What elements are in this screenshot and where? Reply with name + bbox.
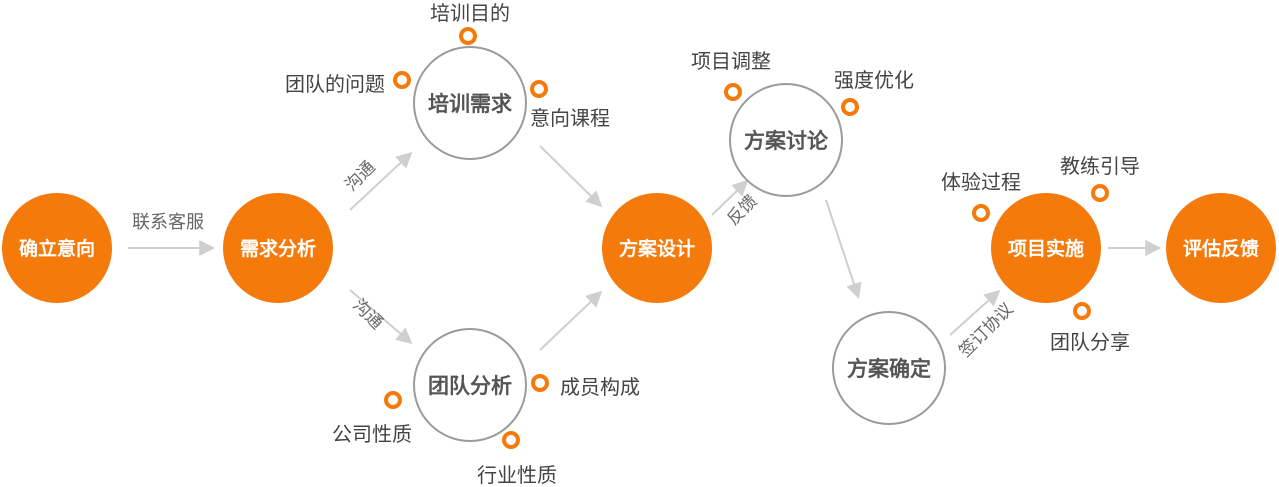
label-intensity-opt: 强度优化 bbox=[834, 68, 914, 92]
label-team-share: 团队分享 bbox=[1050, 330, 1130, 354]
ring-experience-process bbox=[972, 204, 990, 222]
ring-intensity-opt bbox=[841, 98, 859, 116]
ring-team-issue bbox=[393, 71, 411, 89]
ring-intended-course bbox=[530, 80, 548, 98]
arrow-confirm-to-impl bbox=[949, 289, 1001, 336]
label-experience-process: 体验过程 bbox=[941, 170, 1021, 194]
label-team-issue: 团队的问题 bbox=[285, 72, 385, 96]
node-project-impl-circle bbox=[991, 193, 1101, 303]
arrow-design-to-discussion bbox=[711, 179, 749, 216]
node-training-needs-circle bbox=[413, 46, 527, 160]
node-project-impl: 项目实施 bbox=[1008, 237, 1084, 260]
node-plan-confirm: 方案确定 bbox=[847, 357, 931, 381]
node-evaluate-feedback-circle bbox=[1166, 193, 1276, 303]
node-team-analysis-circle bbox=[413, 328, 527, 442]
ring-member-comp bbox=[531, 374, 549, 392]
arrow-needs-to-training bbox=[349, 151, 413, 211]
node-plan-discussion: 方案讨论 bbox=[744, 129, 829, 153]
connector-sign-agreement: 签订协议 bbox=[955, 299, 1017, 361]
connector-contact-service: 联系客服 bbox=[132, 212, 204, 233]
arrow-needs-to-team bbox=[349, 289, 413, 345]
node-needs-analysis-circle bbox=[223, 193, 333, 303]
label-training-goal: 培训目的 bbox=[430, 1, 510, 25]
connector-communicate-down: 沟通 bbox=[348, 295, 386, 333]
arrow-team-to-design bbox=[539, 290, 603, 351]
label-company-nature: 公司性质 bbox=[332, 422, 412, 446]
label-member-comp: 成员构成 bbox=[560, 375, 640, 399]
ring-coach-guide bbox=[1091, 184, 1109, 202]
node-evaluate-feedback: 评估反馈 bbox=[1183, 237, 1259, 260]
node-confirm-intent-circle bbox=[2, 193, 112, 303]
label-intended-course: 意向课程 bbox=[530, 106, 610, 130]
label-project-adjust: 项目调整 bbox=[691, 49, 771, 73]
node-plan-design: 方案设计 bbox=[619, 237, 695, 260]
node-team-analysis: 团队分析 bbox=[428, 374, 512, 398]
label-coach-guide: 教练引导 bbox=[1060, 154, 1140, 178]
node-needs-analysis: 需求分析 bbox=[240, 237, 316, 260]
label-industry-nature: 行业性质 bbox=[477, 463, 557, 487]
node-plan-discussion-circle bbox=[729, 83, 843, 197]
ring-industry-nature bbox=[502, 431, 520, 449]
arrow-discussion-to-confirm bbox=[825, 199, 862, 300]
connector-communicate-up: 沟通 bbox=[341, 157, 379, 195]
node-plan-confirm-circle bbox=[832, 311, 946, 425]
ring-company-nature bbox=[384, 391, 402, 409]
node-plan-design-circle bbox=[602, 193, 712, 303]
ring-team-share bbox=[1073, 302, 1091, 320]
arrow-training-to-design bbox=[539, 145, 603, 208]
node-training-needs: 培训需求 bbox=[428, 92, 512, 116]
node-confirm-intent: 确立意向 bbox=[19, 237, 95, 260]
ring-project-adjust bbox=[724, 83, 742, 101]
ring-training-goal bbox=[459, 27, 477, 45]
